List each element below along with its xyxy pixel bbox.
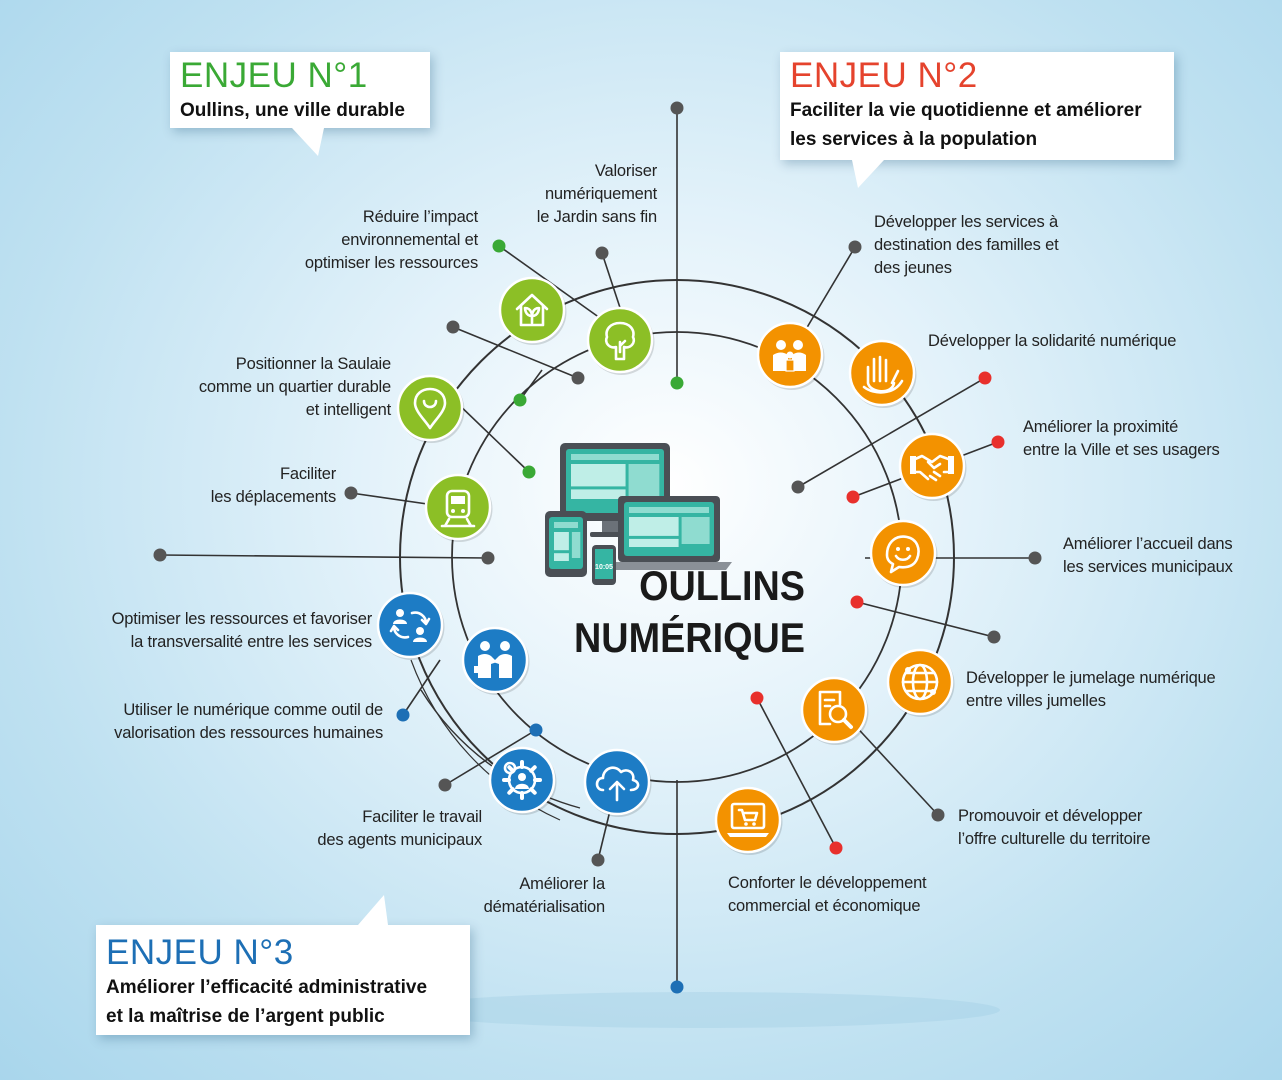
phone-clock: 10:05 xyxy=(595,564,613,571)
devices-illustration: 10:05 xyxy=(545,443,732,585)
connector-dot xyxy=(670,376,684,390)
connector-dot xyxy=(153,548,167,562)
connector-line xyxy=(849,719,939,816)
connector-line xyxy=(797,377,986,488)
enjeu-2-tail xyxy=(852,160,884,188)
connector-dot xyxy=(446,320,460,334)
connector-dot xyxy=(750,691,764,705)
enjeu-1-subtitle: Oullins, une ville durable xyxy=(180,100,405,121)
connector-dot xyxy=(987,630,1001,644)
cloud-upload-icon xyxy=(583,748,652,817)
enjeu-2-title: ENJEU N°2 xyxy=(790,56,978,95)
globe-icon xyxy=(886,648,955,717)
title-line-2: NUMÉRIQUE xyxy=(573,614,805,661)
connector-dot xyxy=(670,980,684,994)
connector-dot xyxy=(978,371,992,385)
connector-line xyxy=(444,729,537,786)
connector-dot xyxy=(829,841,843,855)
connector-dot xyxy=(481,551,495,565)
connector-dot xyxy=(492,239,506,253)
enjeu-3-box: ENJEU N°3 Améliorer l’efficacité adminis… xyxy=(96,925,470,1035)
connector-dot xyxy=(850,595,864,609)
location-pin-icon xyxy=(396,374,465,443)
connector-line xyxy=(856,601,995,638)
connector-dot xyxy=(396,708,410,722)
connector-dot xyxy=(1028,551,1042,565)
connector-dot xyxy=(931,808,945,822)
people-exchange-icon xyxy=(376,591,445,660)
tree-icon xyxy=(586,306,655,375)
connector-line xyxy=(756,697,837,849)
connector-dot xyxy=(513,393,527,407)
enjeu-3-tail xyxy=(358,895,388,925)
connector-dot xyxy=(591,853,605,867)
enjeu-2-subtitle-line1: Faciliter la vie quotidienne et améliore… xyxy=(790,100,1142,121)
connector-line xyxy=(453,399,530,473)
connector-dot xyxy=(438,778,452,792)
title-line-1: OULLINS xyxy=(639,562,805,609)
handshake-icon xyxy=(898,432,967,501)
document-search-icon xyxy=(800,676,869,745)
business-handshake-icon xyxy=(461,626,530,695)
enjeu-2-subtitle-line2: les services à la population xyxy=(790,129,1038,150)
page-title: OULLINS NUMÉRIQUE xyxy=(567,560,805,664)
enjeu-3-subtitle-line1: Améliorer l’efficacité administrative xyxy=(106,977,428,998)
shopping-cart-laptop-icon xyxy=(714,786,783,855)
connector-line xyxy=(159,554,489,559)
connector-dot xyxy=(991,435,1005,449)
smiley-icon xyxy=(869,519,938,588)
connector-dot xyxy=(791,480,805,494)
enjeu-1-title: ENJEU N°1 xyxy=(180,56,368,95)
connector-dot xyxy=(529,723,543,737)
connector-dot xyxy=(571,371,585,385)
connector-dot xyxy=(595,246,609,260)
connector-dot xyxy=(522,465,536,479)
helping-hands-icon xyxy=(848,339,917,408)
connector-dot xyxy=(848,240,862,254)
connector-dot xyxy=(846,490,860,504)
enjeu-3-title: ENJEU N°3 xyxy=(106,933,294,972)
objective-label-solidarite: Développer la solidarité numérique xyxy=(928,332,1177,350)
gear-person-icon xyxy=(488,746,557,815)
enjeu-1-tail xyxy=(292,128,324,156)
enjeu-1-box: ENJEU N°1 Oullins, une ville durable xyxy=(170,52,430,128)
house-plant-icon xyxy=(498,276,567,345)
connector-dot xyxy=(670,101,684,115)
connector-line xyxy=(402,659,441,716)
enjeu-2-box: ENJEU N°2 Faciliter la vie quotidienne e… xyxy=(780,52,1174,160)
train-icon xyxy=(424,473,493,542)
family-icon xyxy=(756,321,825,390)
connector-line xyxy=(452,326,579,379)
connector-dot xyxy=(344,486,358,500)
enjeu-3-subtitle-line2: et la maîtrise de l’argent public xyxy=(106,1006,385,1027)
